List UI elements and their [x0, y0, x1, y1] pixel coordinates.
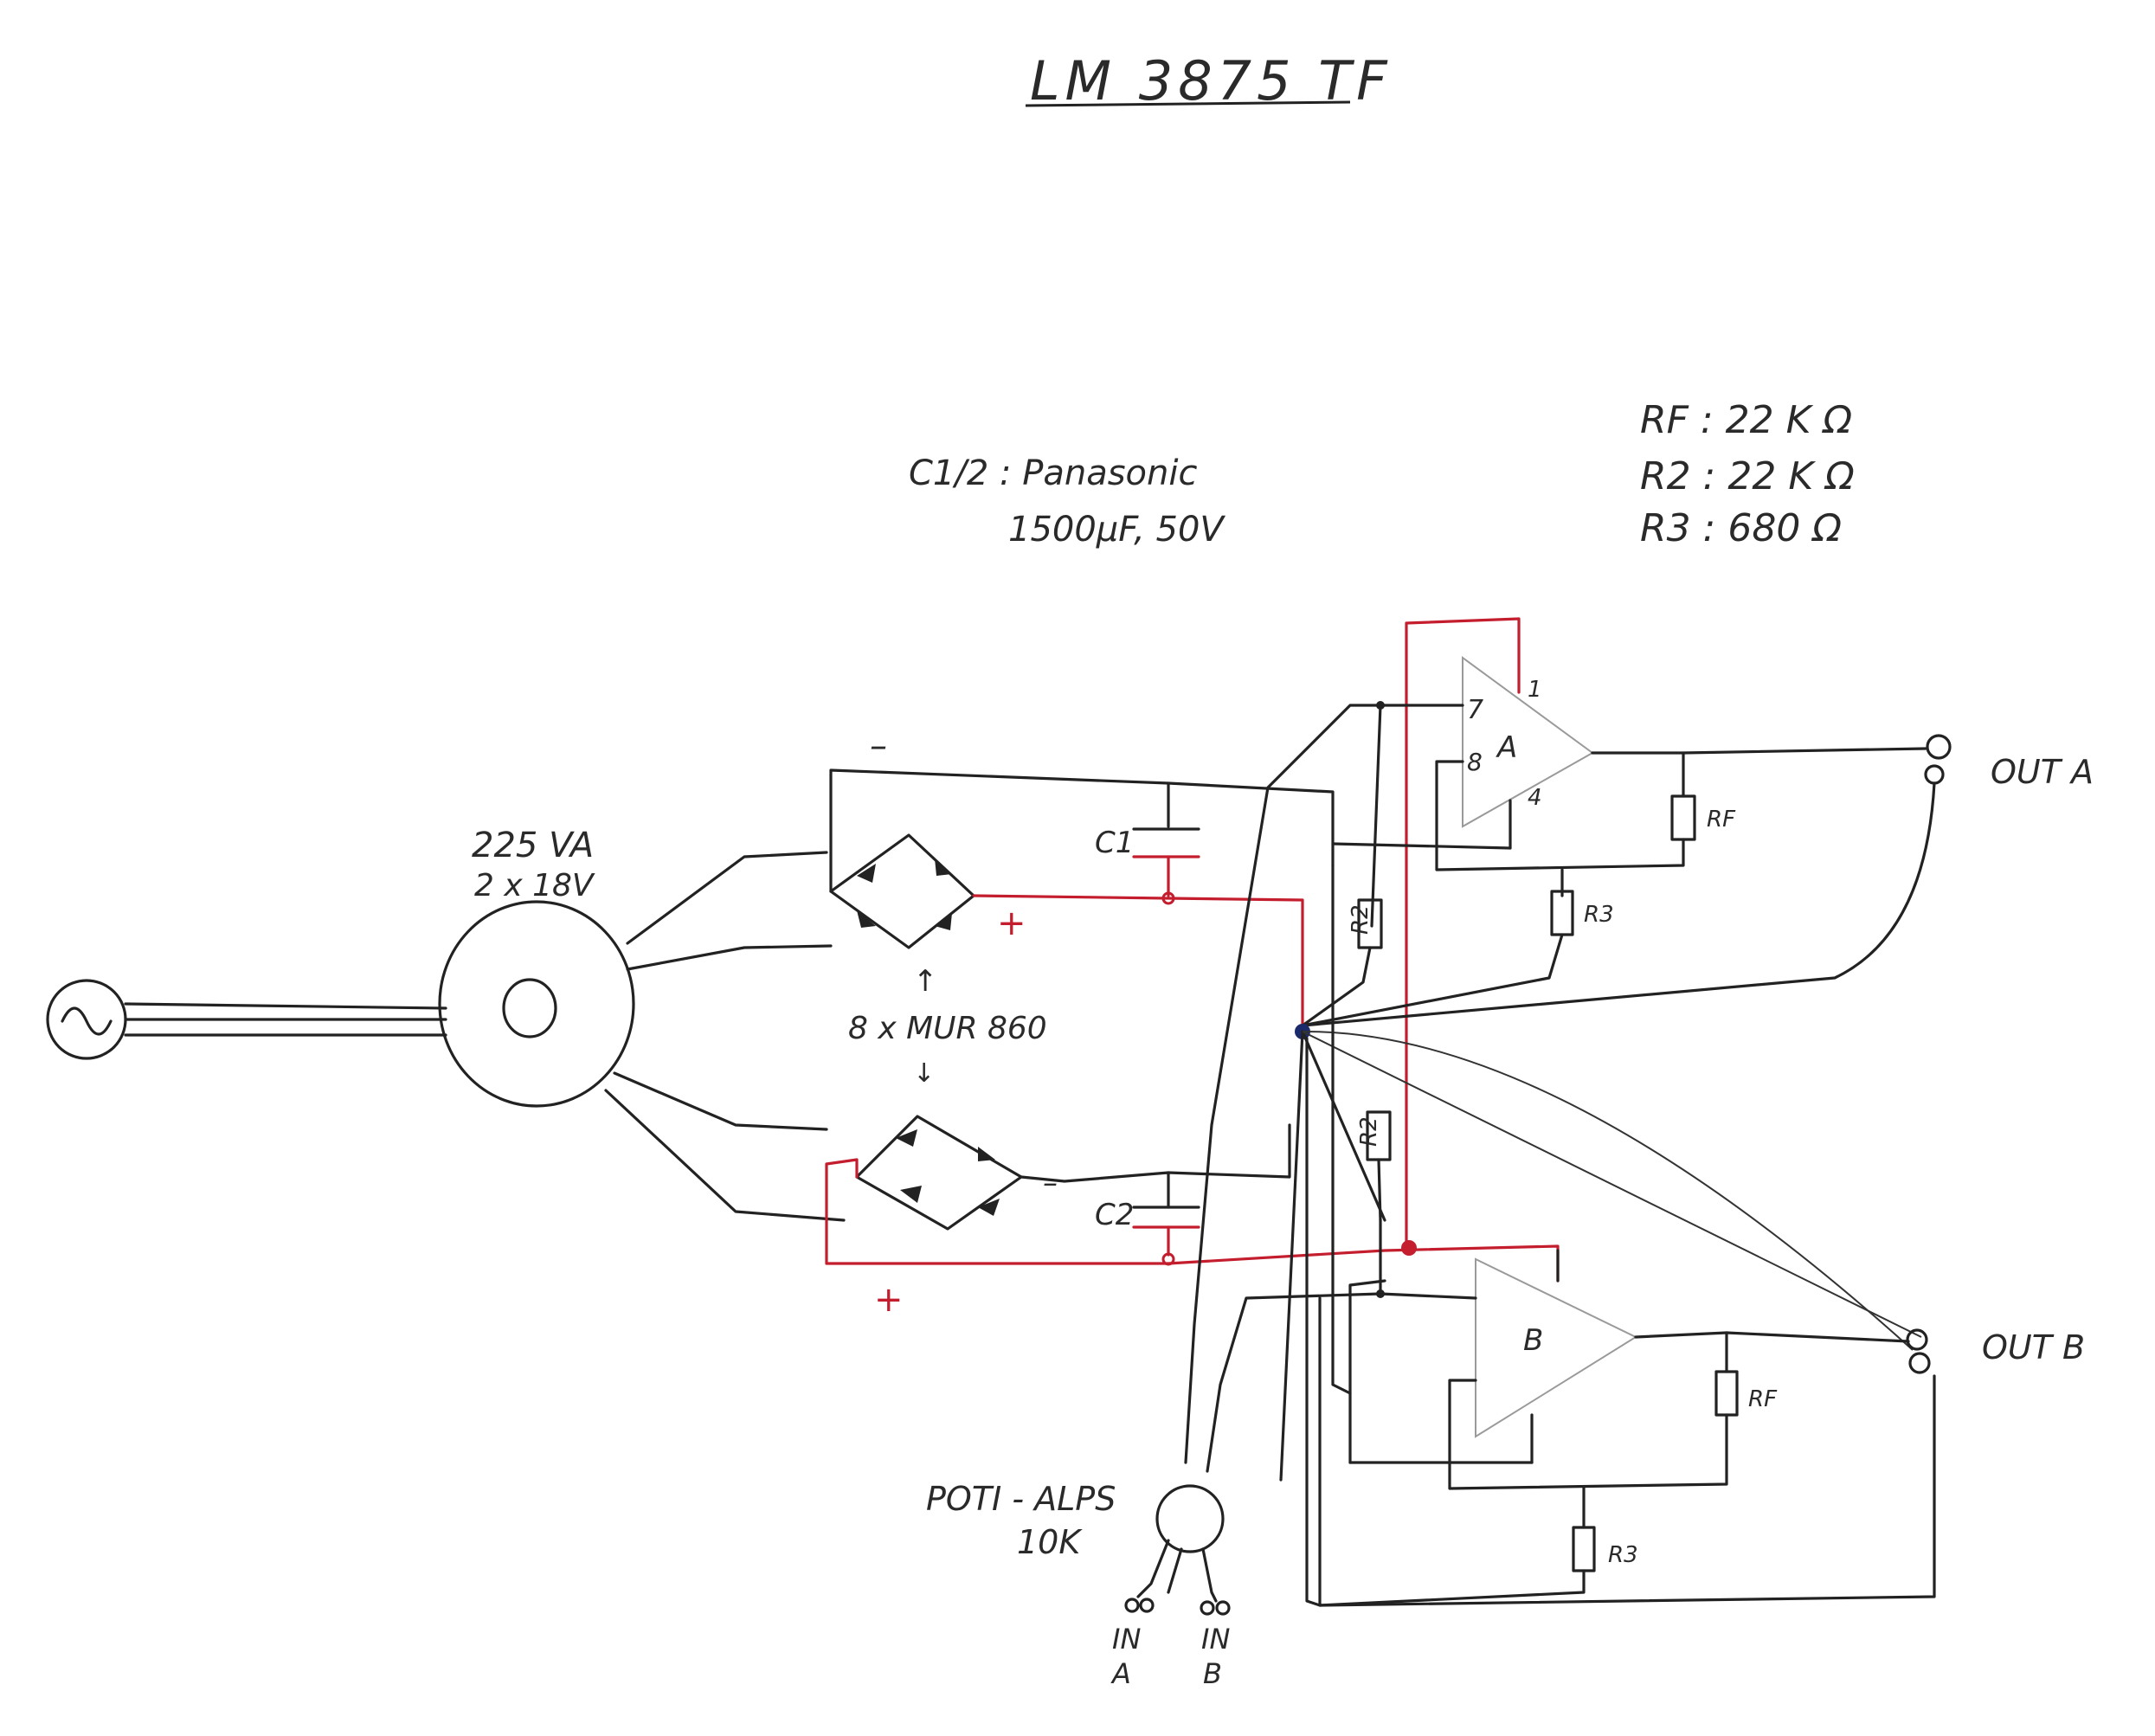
- minus-label-bottom: –: [1043, 1166, 1058, 1200]
- c1-label: C1: [1095, 826, 1134, 860]
- out-a-label: OUT A: [1991, 753, 2094, 791]
- rf-b-label: RF: [1748, 1386, 1778, 1412]
- plus-label-top: +: [997, 903, 1026, 943]
- capacitor-note-line1: C1/2 : Panasonic: [909, 453, 1197, 493]
- plus-label-bottom: +: [874, 1280, 904, 1320]
- pin7-label: 7: [1467, 695, 1483, 725]
- diode-icon: [900, 1186, 922, 1203]
- r3-a-resistor: [1550, 890, 1574, 936]
- rf-b-resistor: [1714, 1370, 1739, 1417]
- amplifier-a: [1462, 656, 1594, 828]
- r2-bottom-label: R2: [1356, 1116, 1382, 1147]
- rectifier-arrow-down: ↓: [913, 1058, 935, 1089]
- amp-b-label: B: [1523, 1323, 1543, 1358]
- in-b-terminal[interactable]: [1200, 1600, 1215, 1616]
- in-a-terminal-2[interactable]: [1139, 1598, 1155, 1613]
- rectifier-note: 8 x MUR 860: [848, 1011, 1047, 1046]
- capacitor-note-line2: 1500µF, 50V: [1008, 510, 1225, 550]
- amplifier-b: [1475, 1257, 1638, 1438]
- minus-label-top: –: [870, 726, 887, 766]
- pin1-label: 1: [1528, 677, 1542, 703]
- resistor-note-line1: RF : 22 K Ω: [1640, 398, 1852, 442]
- rf-a-label: RF: [1707, 807, 1736, 833]
- amp-a-label: A: [1496, 730, 1517, 765]
- diode-icon: [978, 1199, 1000, 1216]
- bridge-rectifier-top: [829, 833, 975, 949]
- diode-icon: [935, 858, 952, 876]
- transformer-voltage: 2 x 18V: [474, 868, 595, 903]
- toroidal-transformer: [438, 900, 635, 1108]
- out-b-terminal-top[interactable]: [1906, 1328, 1928, 1351]
- out-b-label: OUT B: [1982, 1328, 2085, 1366]
- transformer-rating: 225 VA: [472, 826, 594, 865]
- diode-icon: [935, 913, 952, 930]
- out-a-terminal-top[interactable]: [1926, 734, 1952, 760]
- title-underline: [1025, 100, 1351, 107]
- out-a-terminal-bottom[interactable]: [1924, 764, 1945, 785]
- r3-b-resistor: [1572, 1526, 1596, 1572]
- out-b-terminal-bottom[interactable]: [1908, 1352, 1931, 1374]
- rectifier-arrow-up: ↑: [913, 964, 938, 999]
- potentiometer[interactable]: [1124, 1484, 1231, 1616]
- c2-label: C2: [1095, 1198, 1134, 1232]
- pot-label-line1: POTI - ALPS: [926, 1480, 1116, 1518]
- pin8-label: 8: [1467, 748, 1483, 776]
- positive-rail-node: [1401, 1240, 1417, 1256]
- ac-source: [46, 979, 127, 1060]
- resistor-note-line3: R3 : 680 Ω: [1640, 506, 1842, 550]
- resistor-note-line2: R2 : 22 K Ω: [1640, 454, 1855, 498]
- diode-icon: [857, 910, 876, 928]
- in-a-label-line1: IN: [1112, 1623, 1141, 1656]
- in-b-terminal-2[interactable]: [1215, 1600, 1231, 1616]
- r2-top-label: R2: [1348, 904, 1373, 935]
- r3-b-label: R3: [1608, 1542, 1638, 1568]
- bridge-rectifier-bottom: [855, 1115, 1023, 1231]
- in-b-label-line2: B: [1203, 1657, 1222, 1690]
- diode-icon: [896, 1129, 917, 1147]
- pin4-label: 4: [1528, 785, 1542, 811]
- rf-a-resistor: [1670, 794, 1696, 841]
- in-a-label-line2: A: [1110, 1657, 1131, 1690]
- in-a-terminal[interactable]: [1124, 1598, 1140, 1613]
- r3-a-label: R3: [1584, 902, 1614, 928]
- pot-label-line2: 10K: [1017, 1523, 1083, 1561]
- diode-icon: [857, 864, 876, 883]
- in-b-label-line1: IN: [1201, 1623, 1230, 1656]
- diode-icon: [978, 1147, 995, 1161]
